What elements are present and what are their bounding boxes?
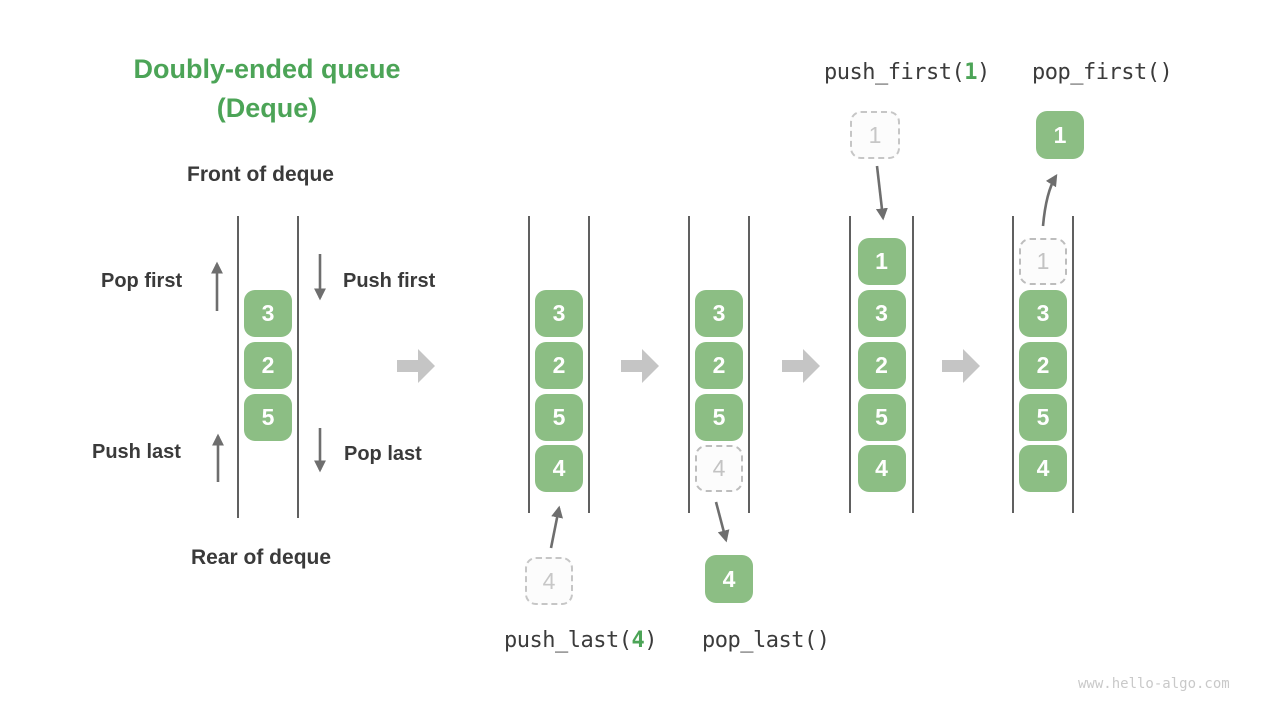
pop-first-code-label: pop_first()	[1032, 60, 1173, 85]
queue-cell-ghost: 4	[695, 445, 743, 492]
transition-arrow-icon-3	[782, 349, 820, 383]
pop-last-item: 4	[705, 555, 753, 603]
push-last-insert-arrow-icon	[549, 505, 563, 549]
queue-cell: 2	[535, 342, 583, 389]
queue-cell: 2	[244, 342, 292, 389]
queue-cell: 4	[1019, 445, 1067, 492]
push-last-code-label: push_last(4)	[504, 628, 657, 653]
queue-cell: 5	[535, 394, 583, 441]
transition-arrow-icon-1	[397, 349, 435, 383]
front-of-deque-label: Front of deque	[187, 163, 334, 186]
queue-cell: 3	[695, 290, 743, 337]
page-title-line1: Doubly-ended queue	[133, 54, 401, 84]
push-first-code-label: push_first(1)	[824, 60, 990, 85]
queue-cell: 5	[695, 394, 743, 441]
pop-last-label: Pop last	[344, 443, 422, 465]
queue-cell: 3	[535, 290, 583, 337]
queue-cell: 2	[695, 342, 743, 389]
pop-first-label: Pop first	[101, 270, 183, 292]
push-last-label: Push last	[92, 441, 181, 463]
push-first-code-arg: 1	[964, 60, 977, 85]
watermark: www.hello-algo.com	[1078, 676, 1230, 692]
pop-first-item: 1	[1036, 111, 1084, 159]
push-last-code-prefix: push_last(	[504, 628, 632, 653]
push-first-code-suffix: )	[976, 60, 990, 85]
queue-cell: 5	[244, 394, 292, 441]
page-title-line2: (Deque)	[216, 93, 318, 123]
queue-cell: 2	[1019, 342, 1067, 389]
queue-cell: 4	[535, 445, 583, 492]
deque-initial: 3 2 5	[237, 216, 299, 518]
push-last-code-suffix: )	[644, 628, 657, 653]
queue-cell: 5	[857, 394, 906, 441]
push-first-code-prefix: push_first(	[824, 60, 965, 85]
queue-cell: 2	[857, 342, 906, 389]
queue-cell: 3	[1019, 290, 1067, 337]
transition-arrow-icon-2	[621, 349, 659, 383]
push-first-insert-arrow-icon	[875, 165, 888, 221]
push-first-item-ghost: 1	[850, 111, 900, 159]
push-last-code-arg: 4	[631, 628, 645, 653]
pop-last-code-label: pop_last()	[702, 628, 830, 653]
queue-cell-ghost: 1	[1019, 238, 1067, 285]
rear-of-deque-label: Rear of deque	[191, 546, 332, 569]
queue-cell: 1	[857, 238, 906, 285]
push-last-item-ghost: 4	[525, 557, 573, 605]
queue-cell: 5	[1019, 394, 1067, 441]
queue-cell: 3	[857, 290, 906, 337]
transition-arrow-icon-4	[942, 349, 980, 383]
queue-cell: 3	[244, 290, 292, 337]
push-first-label: Push first	[343, 270, 436, 292]
page-title: Doubly-ended queue (Deque)	[117, 50, 417, 128]
queue-cell: 4	[857, 445, 906, 492]
